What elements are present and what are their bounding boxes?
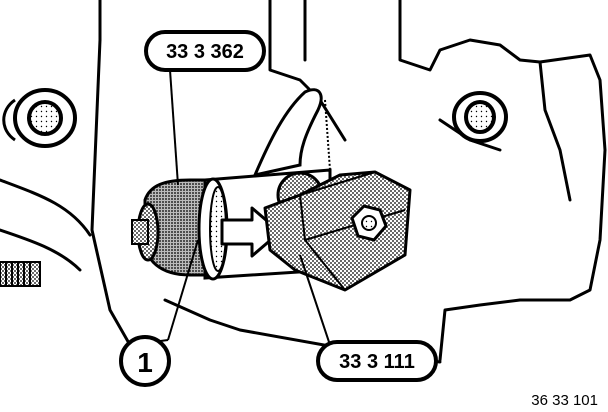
bolt-left <box>0 261 41 287</box>
callout-tool-bottom-label: 33 3 111 <box>339 351 415 373</box>
bracket-tab <box>252 88 331 178</box>
item-number-label: 1 <box>137 347 153 378</box>
sensor-body <box>131 178 217 277</box>
callout-tool-bottom: 33 3 111 <box>316 340 438 382</box>
hex-nut <box>350 204 388 242</box>
callout-item-number: 1 <box>119 335 171 387</box>
figure-code: 36 33 101 <box>531 392 598 409</box>
housing-outline <box>0 0 607 364</box>
callout-tool-top-label: 33 3 362 <box>166 41 244 63</box>
mounting-eye-left <box>2 88 77 148</box>
mounting-eye-right <box>452 91 508 143</box>
callout-tool-top: 33 3 362 <box>144 30 266 72</box>
